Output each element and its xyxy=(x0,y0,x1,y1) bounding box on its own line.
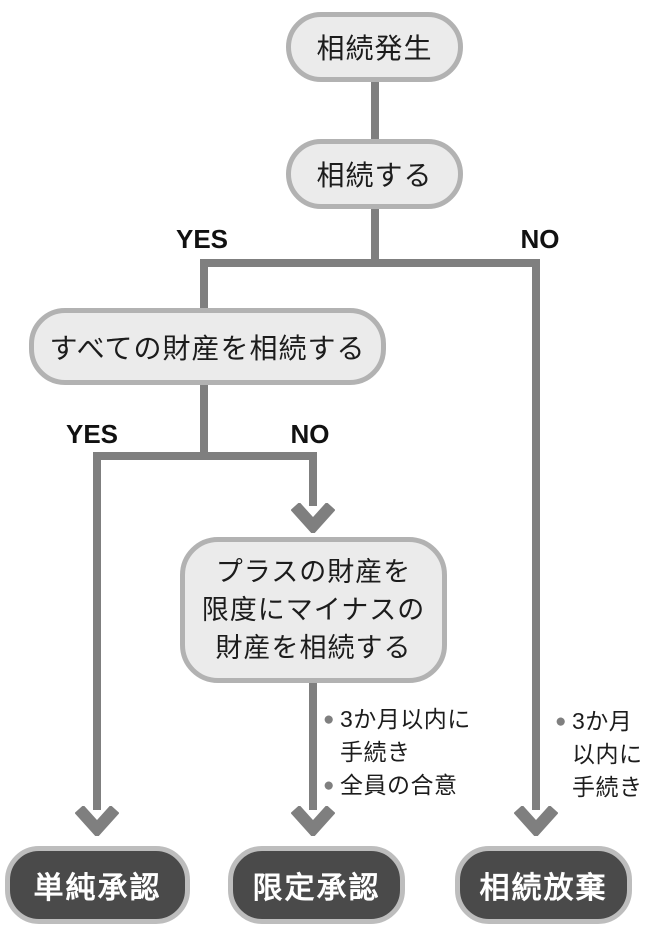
note-renounce-line3: 手続き xyxy=(571,774,643,800)
branch2-no-label: NO xyxy=(290,419,330,449)
connector-limited-to-result xyxy=(309,681,317,810)
connector-allassets-to-branch2 xyxy=(200,383,208,457)
arrow-down-icon xyxy=(291,503,335,533)
branch2-horizontal-line xyxy=(93,452,317,460)
branch2-yes-line xyxy=(93,452,101,810)
node-start: 相続発生 xyxy=(286,12,463,82)
note-limited-item2-line1: 全員の合意 xyxy=(339,772,458,798)
branch1-no-line xyxy=(532,259,540,810)
note-renounce-line1: 3か月 xyxy=(571,708,633,734)
bullet-icon: ● xyxy=(323,709,335,730)
note-limited-item1-line2: 手続き xyxy=(339,739,411,765)
branch1-no-label: NO xyxy=(520,224,560,254)
node-result-simple: 単純承認 xyxy=(5,846,190,924)
bullet-icon: ● xyxy=(555,711,567,732)
node-result-simple-label: 単純承認 xyxy=(33,872,162,905)
node-limited-condition-line2: 限度にマイナスの xyxy=(201,594,426,625)
node-start-label: 相続発生 xyxy=(316,33,433,64)
branch1-horizontal-line xyxy=(200,259,540,267)
arrow-down-icon xyxy=(514,806,558,836)
note-renounce-item1: ● 3か月 以内に 手続き xyxy=(555,705,646,804)
arrow-down-icon xyxy=(75,806,119,836)
branch2-no-line xyxy=(309,452,317,506)
connector-question-to-branch1 xyxy=(371,207,379,267)
node-result-renounce: 相続放棄 xyxy=(455,846,632,924)
node-limited-condition-line1: プラスの財産を xyxy=(215,556,412,587)
note-renounce-line2: 以内に xyxy=(571,741,643,767)
note-renounce: ● 3か月 以内に 手続き xyxy=(555,705,646,804)
note-limited-item1-line1: 3か月以内に xyxy=(339,706,471,732)
note-limited-item2: ● 全員の合意 xyxy=(323,769,483,802)
note-limited-item1: ● 3か月以内に 手続き xyxy=(323,703,483,769)
node-all-assets-question-label: すべての財産を相続する xyxy=(49,332,366,364)
connector-start-to-question xyxy=(371,80,379,142)
branch2-yes-label: YES xyxy=(65,419,119,449)
node-inherit-question-label: 相続する xyxy=(316,160,433,191)
branch1-yes-label: YES xyxy=(175,224,229,254)
node-result-limited: 限定承認 xyxy=(228,846,405,924)
bullet-icon: ● xyxy=(323,775,335,796)
node-result-limited-label: 限定承認 xyxy=(252,872,381,905)
node-inherit-question: 相続する xyxy=(286,139,463,209)
node-limited-condition: プラスの財産を 限度にマイナスの 財産を相続する xyxy=(180,537,447,683)
node-limited-condition-line3: 財産を相続する xyxy=(215,633,412,664)
note-limited-acceptance: ● 3か月以内に 手続き ● 全員の合意 xyxy=(323,703,483,802)
branch1-yes-line xyxy=(200,259,208,311)
node-all-assets-question: すべての財産を相続する xyxy=(29,308,386,385)
node-result-renounce-label: 相続放棄 xyxy=(479,872,608,905)
arrow-down-icon xyxy=(291,806,335,836)
